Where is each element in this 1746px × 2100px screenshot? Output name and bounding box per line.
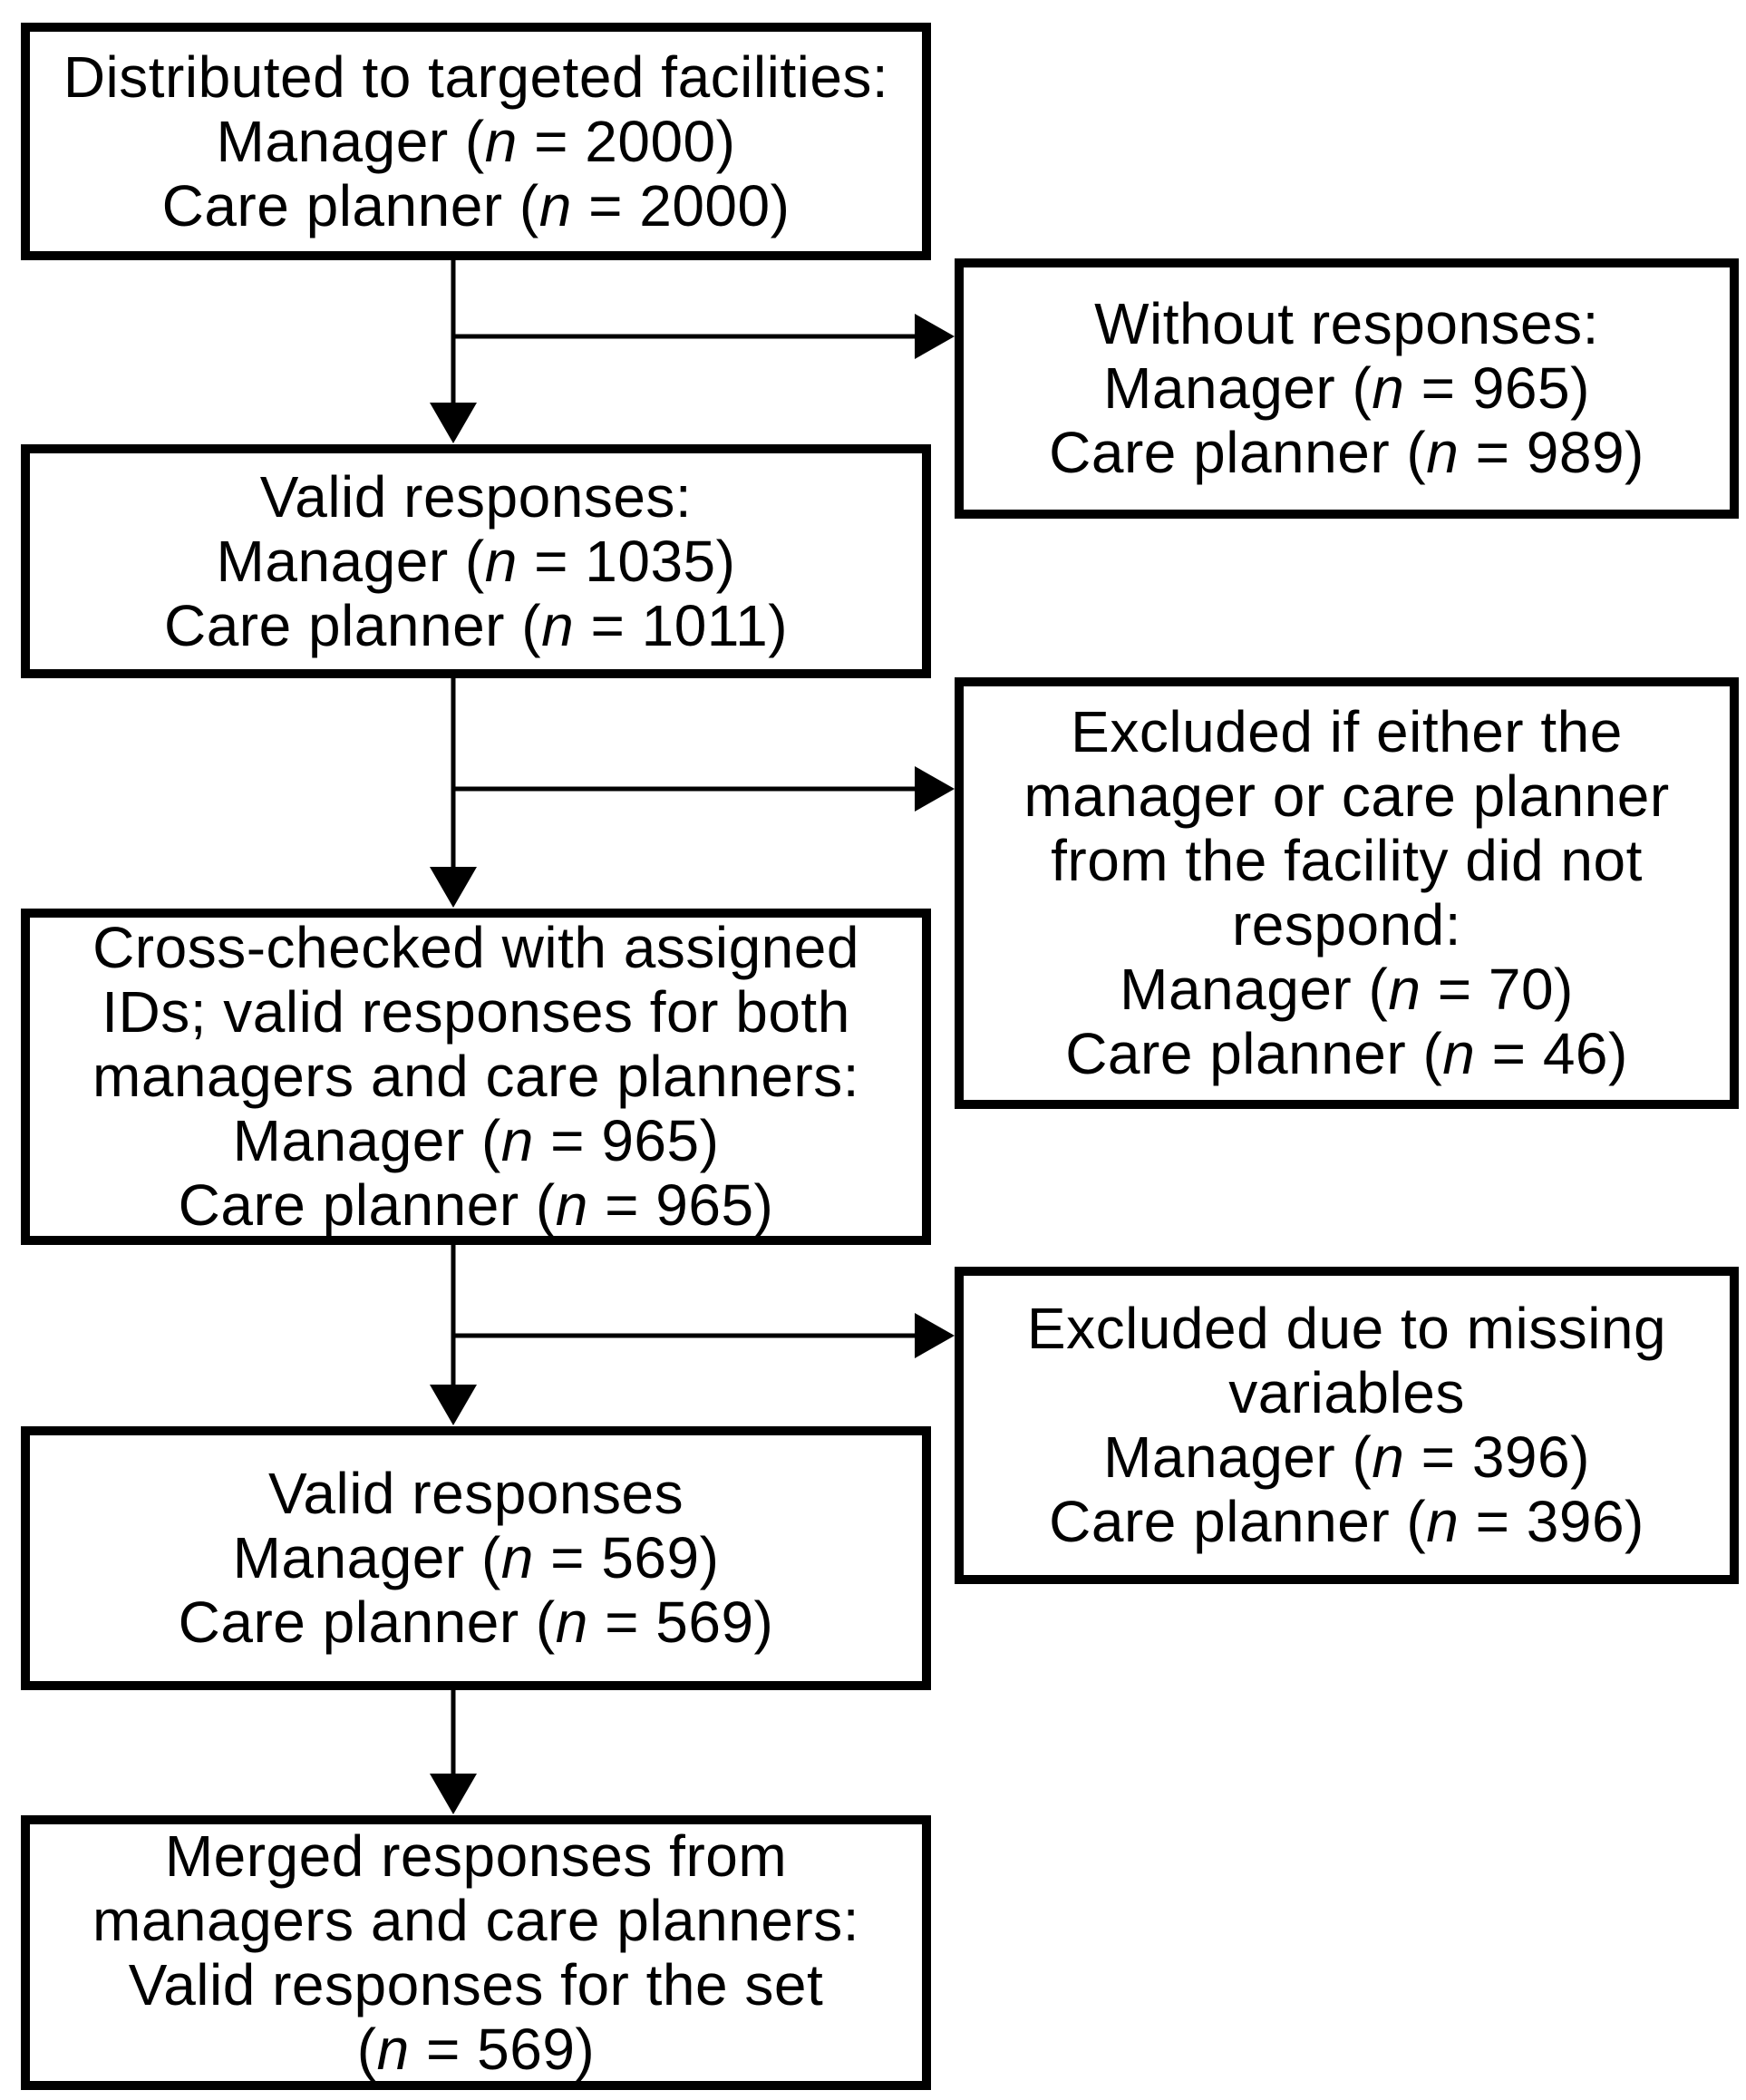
box-valid-responses-text: Valid responses:Manager (n = 1035)Care p… — [163, 463, 789, 658]
box-without-responses: Without responses:Manager (n = 965)Care … — [955, 258, 1739, 519]
arrowhead-down-icon — [430, 1774, 477, 1814]
box-distributed-to-facilities: Distributed to targeted facilities:Manag… — [21, 23, 931, 260]
arrowhead-down-icon — [430, 867, 477, 908]
box-valid-responses: Valid responses:Manager (n = 1035)Care p… — [21, 444, 931, 678]
connector-crosschecked-to-validfinal — [430, 1245, 477, 1425]
arrowhead-down-icon — [430, 1385, 477, 1425]
box-distributed-text: Distributed to targeted facilities:Manag… — [63, 44, 889, 238]
connector-validfinal-to-merged — [430, 1690, 477, 1814]
arrowhead-right-icon — [915, 314, 955, 359]
arrowhead-right-icon — [915, 766, 955, 812]
connector-branch-excluded-nonresponse — [453, 766, 955, 812]
box-without-responses-text: Without responses:Manager (n = 965)Care … — [1049, 291, 1644, 485]
connector-valid-to-crosschecked — [430, 678, 477, 908]
arrowhead-right-icon — [915, 1313, 955, 1358]
arrowhead-down-icon — [430, 403, 477, 443]
connector-branch-without-responses — [453, 314, 955, 359]
connector-branch-excluded-missing — [453, 1313, 955, 1358]
connector-distributed-to-valid — [430, 260, 477, 443]
